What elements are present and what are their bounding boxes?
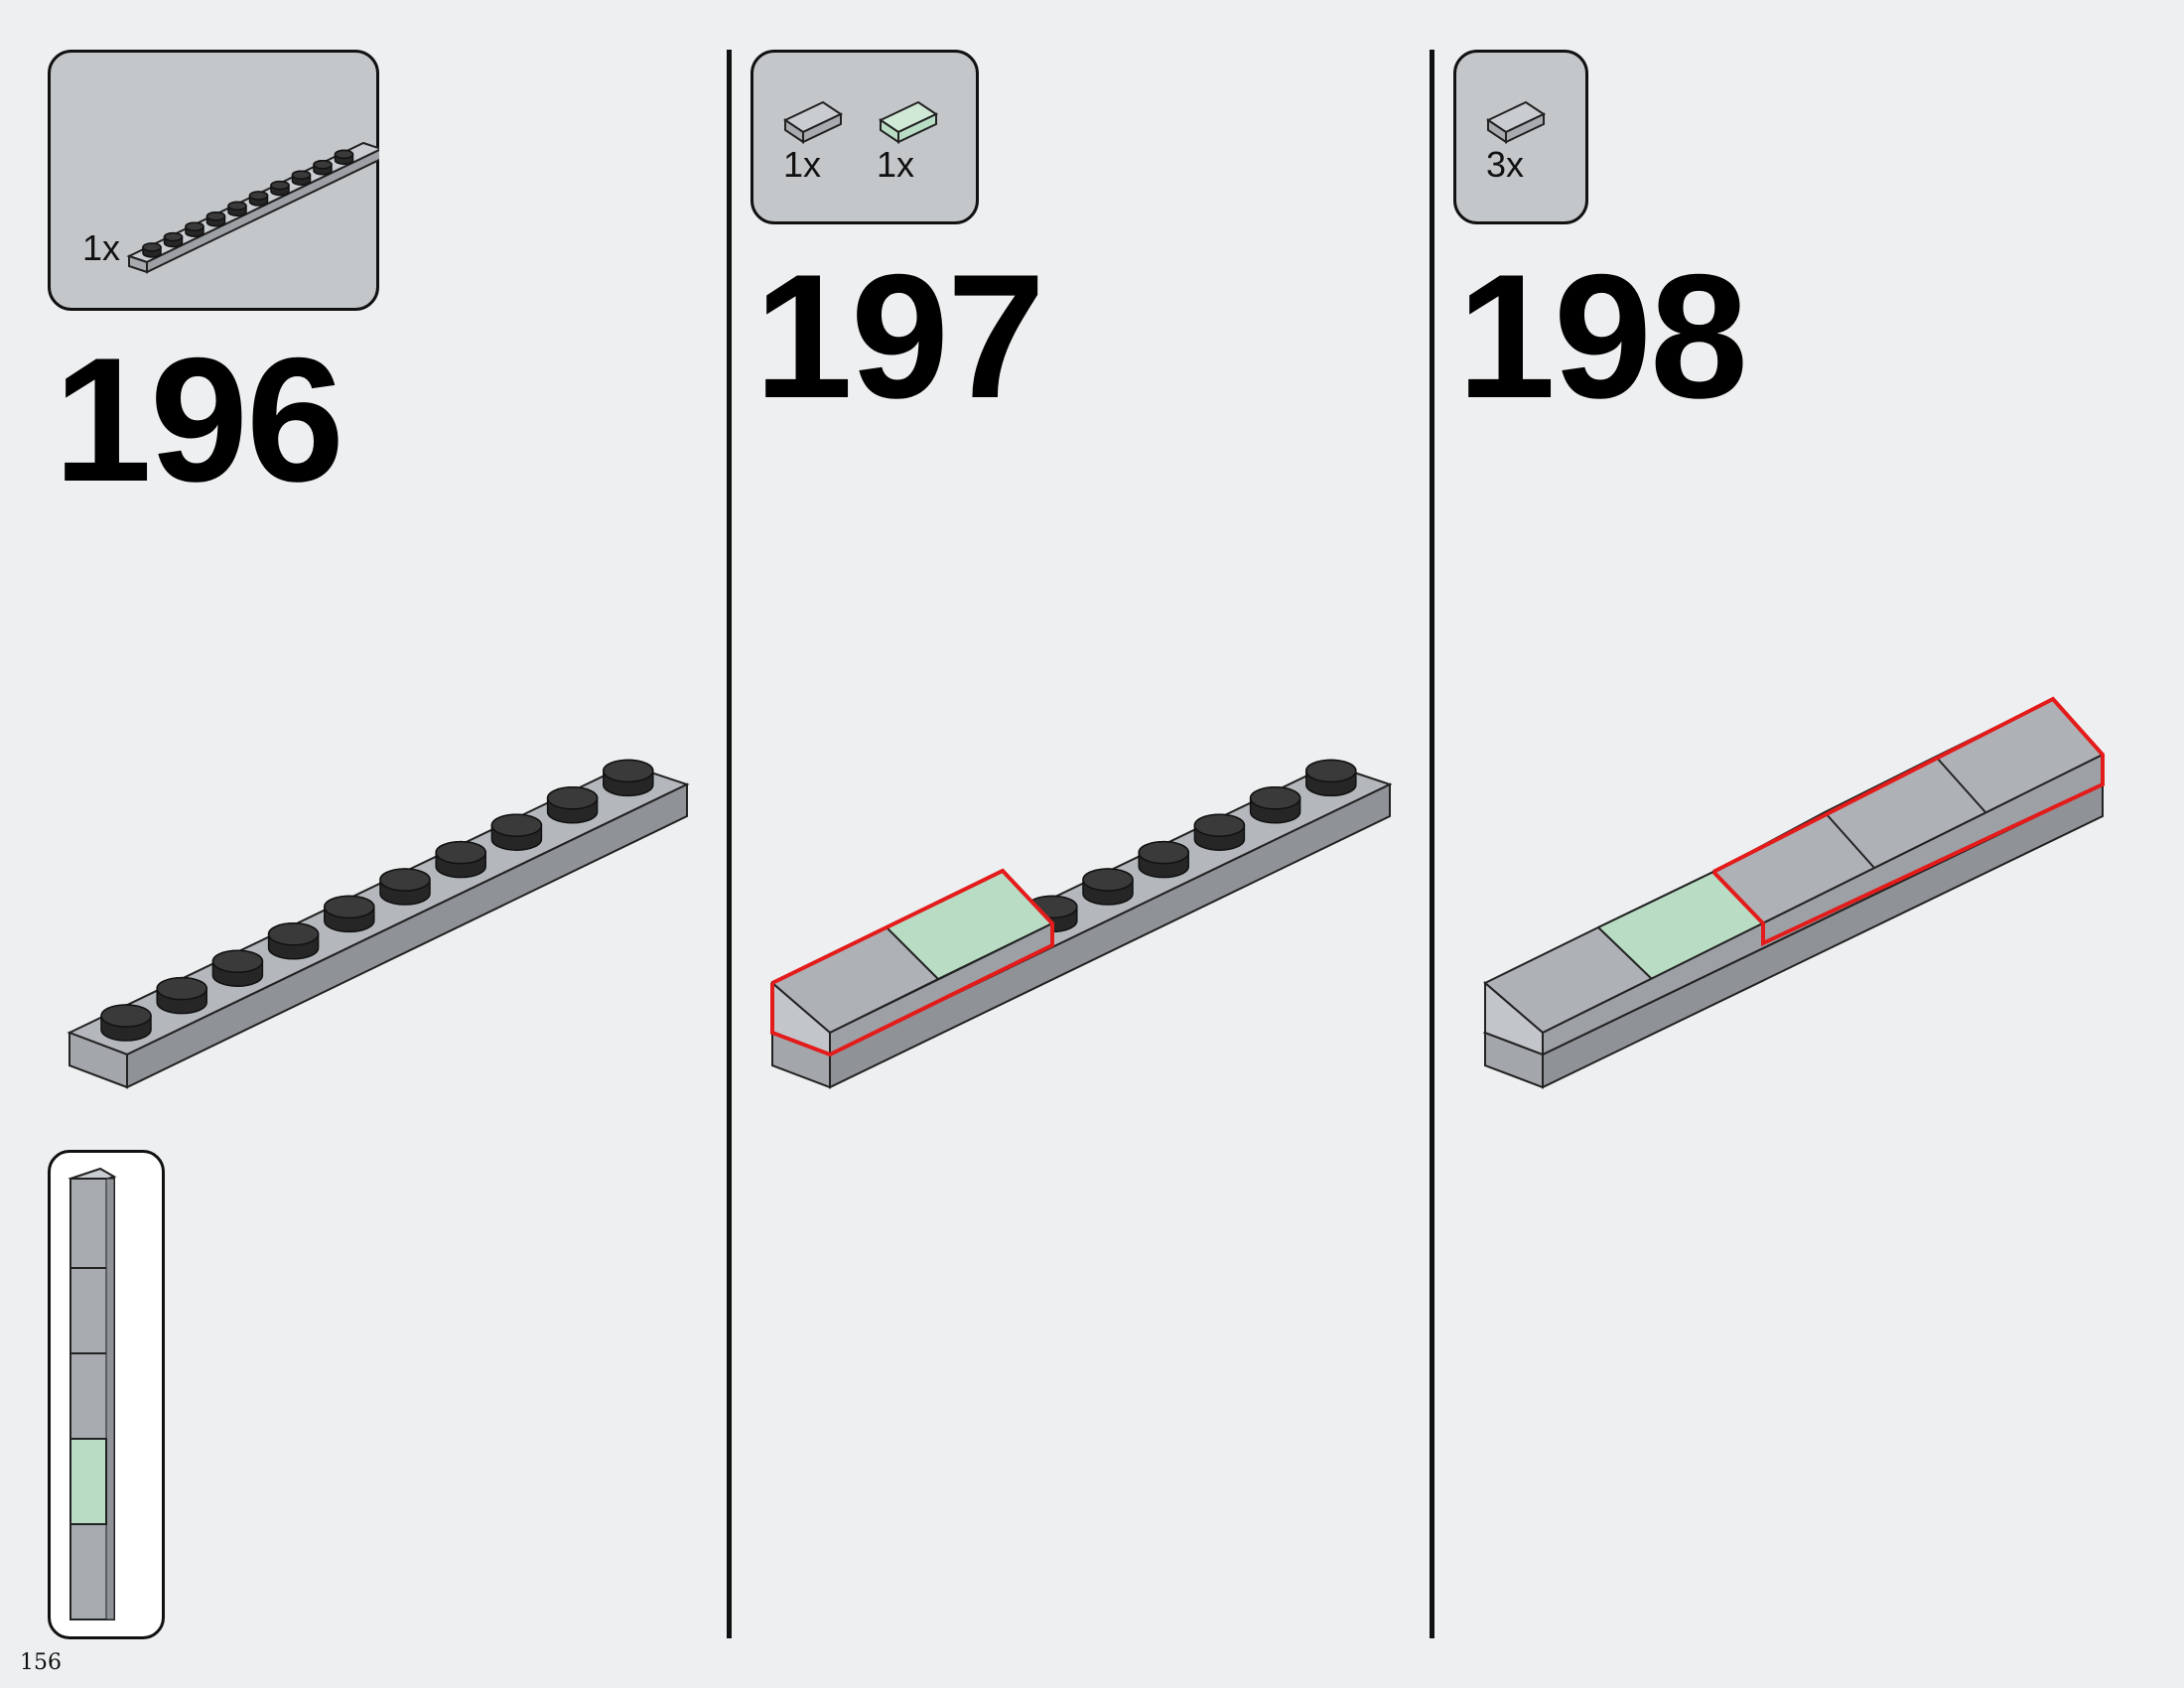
stud-top xyxy=(291,170,312,180)
stud-top xyxy=(248,191,269,201)
stud-top xyxy=(603,759,654,783)
part-qty: 3x xyxy=(1486,144,1525,185)
slope-gray-icon xyxy=(1485,100,1547,144)
stud-top xyxy=(1305,759,1357,783)
callout-column-icon xyxy=(68,1167,117,1620)
stud-top xyxy=(1193,813,1246,837)
page-number: 156 xyxy=(20,1650,62,1675)
step-number-198: 198 xyxy=(1457,237,1748,435)
stud-top xyxy=(334,149,354,160)
step-number-197: 197 xyxy=(754,237,1045,435)
stud-top xyxy=(435,840,486,865)
stud-top xyxy=(490,813,543,837)
stud-top xyxy=(163,231,184,242)
stud-top xyxy=(379,868,431,892)
stud-top xyxy=(156,976,207,1001)
plate-1x10-step-196 xyxy=(67,759,690,1089)
column-divider-left xyxy=(727,50,732,1638)
stud-top xyxy=(211,949,264,973)
slope-green-icon xyxy=(878,100,939,144)
stud-top xyxy=(227,201,247,211)
stud-top xyxy=(546,786,599,810)
stud-top xyxy=(267,922,320,946)
part-qty: 1x xyxy=(82,227,121,268)
plate-with-slopes-step-198 xyxy=(1482,696,2106,1089)
parts-list-step-198: 3x xyxy=(1453,50,1588,224)
plate-front xyxy=(146,148,379,274)
stud-top xyxy=(142,242,162,252)
stud-top xyxy=(313,160,333,170)
step-number-196: 196 xyxy=(54,321,344,518)
plate-1x10-icon xyxy=(126,141,379,274)
column-divider-right xyxy=(1430,50,1434,1638)
stud-top xyxy=(1138,840,1189,865)
parts-list-step-197: 1x 1x xyxy=(751,50,979,224)
stud-top xyxy=(205,211,226,221)
part-qty: 1x xyxy=(877,144,915,185)
part-qty: 1x xyxy=(783,144,822,185)
stud-top xyxy=(1082,868,1134,892)
stud-top xyxy=(185,221,205,231)
stud-top xyxy=(1249,786,1301,810)
parts-list-step-196: 1x xyxy=(48,50,379,311)
slope-gray-icon xyxy=(782,100,844,144)
plate-with-slopes-step-197 xyxy=(769,759,1393,1089)
stud-top xyxy=(100,1004,152,1028)
callout-box xyxy=(48,1150,165,1639)
stud-top xyxy=(270,180,290,191)
stud-top xyxy=(324,895,375,919)
